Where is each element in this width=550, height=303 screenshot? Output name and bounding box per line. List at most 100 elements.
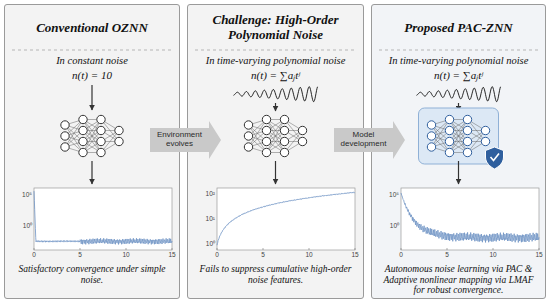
neuron <box>427 121 435 129</box>
neuron <box>463 126 471 134</box>
tick-label: 0 <box>399 252 403 259</box>
noise-formula: n(t) = ∑aⱼtʲ <box>378 69 539 82</box>
network-link <box>83 120 101 153</box>
neural-network <box>61 115 123 156</box>
arrow-label: Model development <box>336 128 391 152</box>
tick-label: 10⁰ <box>390 223 399 230</box>
tick-label: 15 <box>168 252 175 259</box>
panel-caption: Satisfactory convergence under simple no… <box>11 264 173 285</box>
neuron <box>427 143 435 151</box>
flow-arrow <box>91 161 92 184</box>
tick-label: 15 <box>351 252 358 259</box>
tick-label: 5 <box>78 252 82 259</box>
panel-title: Conventional OZNN <box>11 21 173 36</box>
tick-label: 10⁰ <box>23 223 32 230</box>
neuron <box>79 115 87 123</box>
neuron <box>97 115 105 123</box>
panel: Proposed PAC-ZNN In time-varying polynomi… <box>371 4 546 299</box>
network-link <box>267 120 285 153</box>
neuron <box>463 148 471 156</box>
neuron <box>298 126 306 134</box>
tick-label: 10⁵ <box>22 192 32 199</box>
tick-label: 10 <box>122 252 129 259</box>
network-link <box>450 120 468 153</box>
flow-arrow <box>275 103 276 111</box>
neuron <box>262 137 270 145</box>
tick-label: 0 <box>32 252 36 259</box>
tick-label: 15 <box>535 252 542 259</box>
neuron <box>262 115 270 123</box>
flow-arrow <box>275 161 276 184</box>
noise-condition: In time-varying polynomial noise <box>194 55 357 67</box>
neuron <box>445 137 453 145</box>
panel-caption: Autonomous noise learning via PAC & Adap… <box>378 264 539 296</box>
tick-label: 0 <box>215 252 219 259</box>
neuron <box>427 132 435 140</box>
convergence-plot <box>401 188 539 250</box>
tick-label: 10 <box>305 252 312 259</box>
neuron <box>262 126 270 134</box>
flow-arrow <box>458 161 459 184</box>
neuron <box>115 137 123 145</box>
neuron <box>445 115 453 123</box>
neural-network <box>427 115 489 156</box>
tick-label: 10¹ <box>206 216 215 223</box>
tick-label: 5 <box>445 252 449 259</box>
neuron <box>445 126 453 134</box>
convergence-plot <box>217 188 355 250</box>
neuron <box>280 126 288 134</box>
neuron <box>244 132 252 140</box>
network-link <box>83 120 101 153</box>
neuron <box>97 137 105 145</box>
neuron <box>280 137 288 145</box>
divider <box>195 50 356 51</box>
neuron <box>262 148 270 156</box>
neuron <box>79 137 87 145</box>
neuron <box>244 121 252 129</box>
neuron <box>61 121 69 129</box>
neuron <box>463 137 471 145</box>
divider <box>379 50 538 51</box>
neuron <box>61 132 69 140</box>
noise-condition: In time-varying polynomial noise <box>378 55 539 67</box>
tick-label: 10² <box>206 191 215 198</box>
neuron <box>97 126 105 134</box>
arrow-label: Environment evolves <box>152 128 207 152</box>
block-arrow <box>334 121 405 159</box>
panel-title: Challenge: High-Order Polynomial Noise <box>194 13 357 42</box>
shield-icon <box>486 147 504 169</box>
tick-label: 10⁵ <box>389 192 399 199</box>
neuron <box>298 137 306 145</box>
flow-arrow <box>91 85 92 110</box>
tick-label: 10 <box>489 252 496 259</box>
network-link <box>267 120 285 153</box>
neuron <box>445 148 453 156</box>
neuron <box>280 115 288 123</box>
panel-caption: Fails to suppress cumulative high-order … <box>194 264 357 285</box>
convergence-plot <box>34 188 172 250</box>
noise-formula: n(t) = 10 <box>11 69 173 82</box>
panel-title: Proposed PAC-ZNN <box>378 21 539 36</box>
neural-network <box>244 115 306 156</box>
tick-label: 10⁰ <box>206 241 215 248</box>
block-arrow <box>150 121 221 159</box>
divider <box>12 50 172 51</box>
neuron <box>97 148 105 156</box>
neuron <box>463 115 471 123</box>
tick-label: 5 <box>261 252 265 259</box>
neuron <box>244 143 252 151</box>
neuron <box>115 126 123 134</box>
neuron <box>481 137 489 145</box>
network-link <box>450 120 468 153</box>
neuron <box>280 148 288 156</box>
noise-condition: In constant noise <box>11 55 173 67</box>
noise-wave <box>417 87 501 102</box>
neuron <box>481 126 489 134</box>
noise-formula: n(t) = ∑aⱼtʲ <box>194 69 357 82</box>
neuron <box>61 143 69 151</box>
noise-wave <box>234 87 318 102</box>
neuron <box>79 148 87 156</box>
neuron <box>79 126 87 134</box>
